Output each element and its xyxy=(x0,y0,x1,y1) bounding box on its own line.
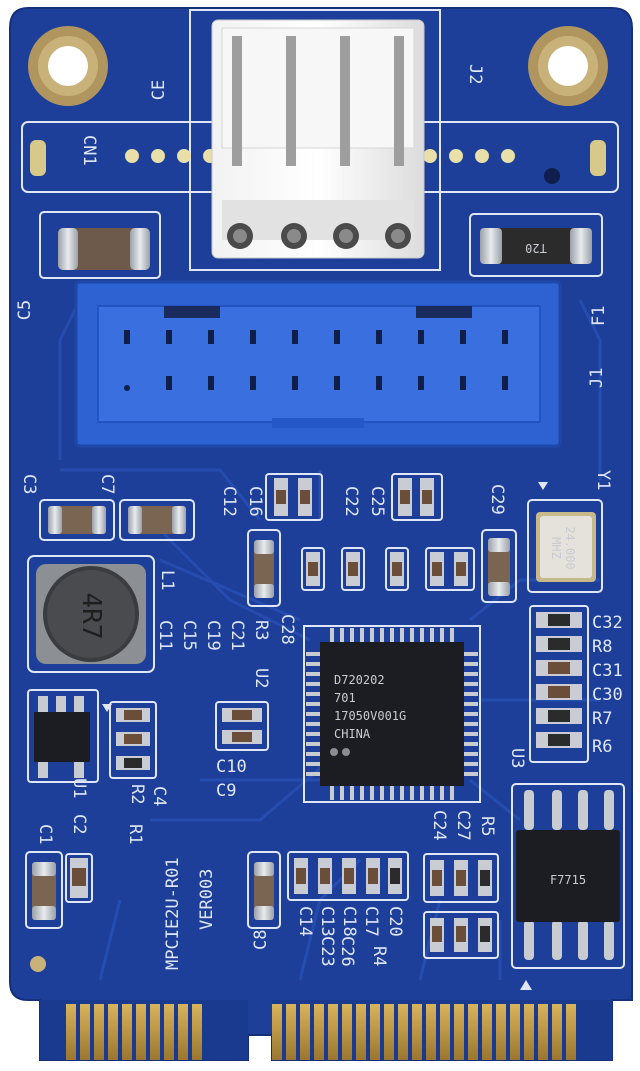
label-c8: C8 xyxy=(251,930,271,950)
label-r3: R3 xyxy=(251,620,271,640)
usb-controller-chip: D720202 701 17050V001G CHINA xyxy=(303,625,481,803)
label-c29: C29 xyxy=(487,484,507,515)
mounting-hole-left xyxy=(28,26,108,106)
label-u1: U1 xyxy=(69,778,89,798)
regulator-u1 xyxy=(27,689,112,783)
capacitor-c29 xyxy=(481,529,517,603)
inductor-l1: 4R7 xyxy=(27,555,155,673)
label-c17: C17 xyxy=(361,906,381,937)
label-r7: R7 xyxy=(592,709,612,729)
label-l1: L1 xyxy=(157,570,177,590)
label-cn1: CN1 xyxy=(79,135,99,166)
pcb-board xyxy=(9,7,633,1061)
label-u3: U3 xyxy=(507,748,527,768)
smd-row-mid xyxy=(301,547,475,591)
usb3-header-j1 xyxy=(74,280,562,448)
cap-outline-c5 xyxy=(39,211,161,279)
label-c31: C31 xyxy=(592,661,623,681)
label-c32: C32 xyxy=(592,613,623,633)
fuse-f1: T20 xyxy=(480,228,592,264)
label-c7: C7 xyxy=(97,474,117,494)
capacitor-c5 xyxy=(58,228,150,270)
eeprom-u3: F7715 xyxy=(511,783,625,969)
smd-block-c24-r5 xyxy=(423,853,499,959)
smd-stack-c4-r2 xyxy=(109,701,157,779)
mounting-hole-right xyxy=(528,26,608,106)
label-c26: C26 xyxy=(337,936,357,967)
chip-line-3: 17050V001G xyxy=(334,709,406,723)
chip-line-1: D720202 xyxy=(334,673,385,687)
smd-pair-c22-c25 xyxy=(391,473,443,521)
smd-pair-c12-c16 xyxy=(265,473,323,521)
smd-pair-c10-c9 xyxy=(215,701,269,751)
board-version: VER003 xyxy=(197,869,217,930)
label-r1: R1 xyxy=(125,824,145,844)
label-c23: C23 xyxy=(317,936,337,967)
label-c18: C18 xyxy=(339,906,359,937)
capacitor-c8 xyxy=(247,851,281,929)
fuse-outline xyxy=(469,213,603,277)
crystal-freq: 24.000 xyxy=(563,526,577,569)
capacitor-c3 xyxy=(39,499,115,541)
label-c19: C19 xyxy=(203,620,223,651)
label-c13: C13 xyxy=(317,906,337,937)
label-y1: Y1 xyxy=(593,470,613,490)
label-c14: C14 xyxy=(295,906,315,937)
label-c30: C30 xyxy=(592,685,623,705)
label-j2: J2 xyxy=(465,64,485,84)
label-c2: C2 xyxy=(69,814,89,834)
crystal-y1: 24.000 MHZ xyxy=(527,482,603,593)
inductor-value: 4R7 xyxy=(76,593,106,640)
label-c5: C5 xyxy=(15,300,35,320)
label-r6: R6 xyxy=(592,737,612,757)
smd-column-right xyxy=(529,605,589,763)
fiducial xyxy=(30,956,46,972)
j2-outline xyxy=(189,9,441,271)
label-c9: C9 xyxy=(216,781,236,801)
label-j1: J1 xyxy=(587,368,607,388)
label-f1: F1 xyxy=(589,306,609,326)
label-r2: R2 xyxy=(127,784,147,804)
smd-grid-bottom xyxy=(287,851,409,901)
label-c20: C20 xyxy=(385,906,405,937)
label-r5: R5 xyxy=(477,816,497,836)
chip-line-2: 701 xyxy=(334,691,356,705)
label-c11: C11 xyxy=(155,620,175,651)
board-model: MPCIE2U-R01 xyxy=(163,857,183,970)
capacitor-c2 xyxy=(65,853,93,903)
crystal-unit: MHZ xyxy=(549,537,563,559)
capacitor-c7 xyxy=(119,499,195,541)
label-c16: C16 xyxy=(245,486,265,517)
pin1-marker xyxy=(520,980,532,990)
label-u2: U2 xyxy=(251,668,271,688)
label-c22: C22 xyxy=(341,486,361,517)
label-c3: C3 xyxy=(19,474,39,494)
label-c1: C1 xyxy=(35,824,55,844)
label-r4: R4 xyxy=(369,946,389,966)
fuse-marking: T20 xyxy=(525,241,547,255)
label-r8: R8 xyxy=(592,637,612,657)
label-c21: C21 xyxy=(227,620,247,651)
capacitor-c28 xyxy=(247,529,281,607)
ce-mark: CE xyxy=(149,80,169,100)
label-c24: C24 xyxy=(429,810,449,841)
label-c15: C15 xyxy=(179,620,199,651)
label-c28: C28 xyxy=(277,614,297,645)
chip-line-4: CHINA xyxy=(334,727,371,741)
label-c27: C27 xyxy=(453,810,473,841)
capacitor-c1 xyxy=(25,851,63,929)
label-c12: C12 xyxy=(219,486,239,517)
power-connector-white xyxy=(211,19,425,259)
eeprom-marking: F7715 xyxy=(550,873,586,887)
label-c4: C4 xyxy=(149,786,169,806)
label-c10: C10 xyxy=(216,757,247,777)
edge-connector-fingers xyxy=(40,1000,612,1060)
label-c25: C25 xyxy=(367,486,387,517)
